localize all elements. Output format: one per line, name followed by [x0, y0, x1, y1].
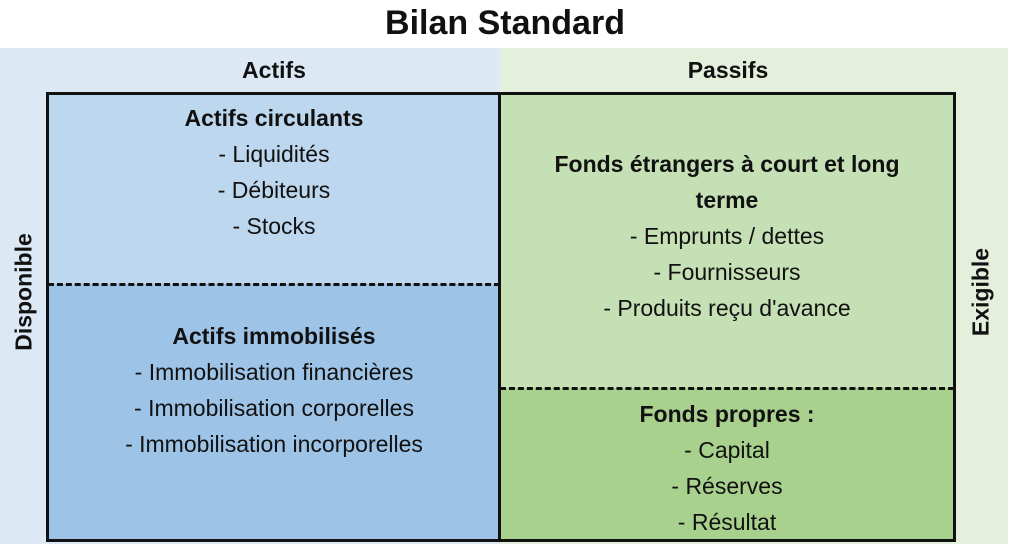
fonds-propres-heading: Fonds propres :: [639, 401, 815, 427]
page-title: Bilan Standard: [385, 4, 625, 42]
list-item: - Produits reçu d'avance: [603, 295, 851, 321]
dashed-divider-actifs: [48, 283, 500, 286]
list-item: - Capital: [684, 437, 770, 463]
label-exigible: Exigible: [967, 247, 994, 337]
cell-fonds-propres: Fonds propres : - Capital - Réserves - R…: [500, 388, 954, 540]
dashed-divider-passifs: [500, 387, 954, 390]
list-item: - Liquidités: [218, 141, 330, 167]
actifs-immobilises-heading: Actifs immobilisés: [172, 323, 376, 349]
list-item: - Fournisseurs: [653, 259, 801, 285]
cell-fonds-etrangers: Fonds étrangers à court et long terme - …: [500, 94, 954, 388]
list-item: - Immobilisation incorporelles: [125, 431, 423, 457]
list-item: - Réserves: [671, 473, 783, 499]
cell-actifs-immobilises: Actifs immobilisés - Immobilisation fina…: [48, 284, 500, 540]
header-passifs: Passifs: [687, 57, 769, 83]
center-divider: [498, 92, 501, 542]
list-item: - Emprunts / dettes: [629, 223, 825, 249]
header-actifs: Actifs: [242, 57, 306, 83]
balance-sheet-frame: [46, 92, 956, 542]
list-item: - Immobilisation corporelles: [134, 395, 414, 421]
list-item: - Immobilisation financières: [134, 359, 414, 385]
list-item: - Résultat: [677, 509, 777, 535]
list-item: - Débiteurs: [217, 177, 331, 203]
fonds-etrangers-heading-line2: terme: [695, 187, 759, 213]
list-item: - Stocks: [232, 213, 316, 239]
cell-actifs-circulants: Actifs circulants - Liquidités - Débiteu…: [48, 94, 500, 284]
actifs-circulants-heading: Actifs circulants: [184, 105, 364, 131]
label-disponible: Disponible: [10, 233, 37, 351]
fonds-etrangers-heading-line1: Fonds étrangers à court et long: [554, 151, 900, 177]
